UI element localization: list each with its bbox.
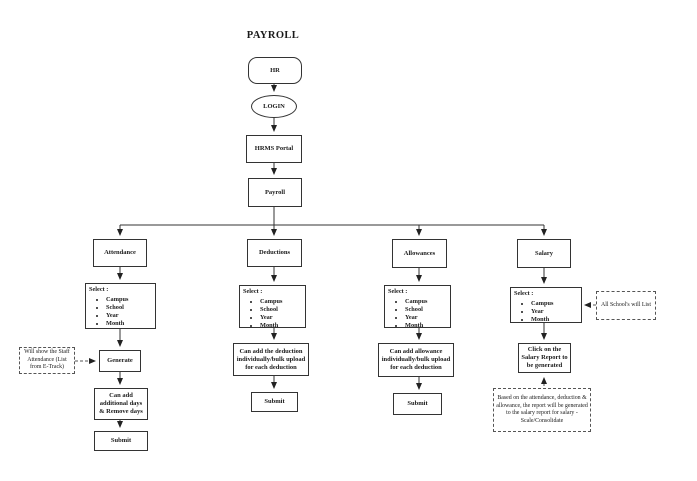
- select-item: School: [106, 304, 152, 312]
- select-item: Year: [531, 308, 578, 316]
- select-item: Month: [260, 322, 302, 330]
- node-allowances: Allowances: [392, 239, 447, 268]
- select-label: Select :: [388, 288, 408, 295]
- select-label: Select :: [89, 286, 109, 293]
- select-list: Campus School Year Month: [388, 298, 447, 330]
- select-item: Year: [106, 312, 152, 320]
- select-item: Campus: [260, 298, 302, 306]
- page-title: PAYROLL: [246, 30, 300, 41]
- node-login: LOGIN: [251, 95, 297, 118]
- select-item: Month: [106, 320, 152, 328]
- select-box-salary: Select : Campus Year Month: [510, 287, 582, 323]
- node-canadd-deductions: Can add the deduction individually/bulk …: [233, 343, 309, 376]
- note-all-schools: All School's will List: [596, 291, 656, 320]
- select-label: Select :: [514, 290, 534, 297]
- select-box-deductions: Select : Campus School Year Month: [239, 285, 306, 330]
- node-hr: HR: [248, 57, 302, 84]
- select-item: School: [260, 306, 302, 314]
- node-submit-attendance: Submit: [94, 431, 148, 451]
- select-box-allowances: Select : Campus School Year Month: [384, 285, 451, 330]
- select-item: Month: [531, 316, 578, 324]
- note-salary-report: Based on the attendance, deduction & all…: [493, 388, 591, 432]
- node-canadd-allowances: Can add allowance individually/bulk uplo…: [378, 343, 454, 377]
- node-payroll: Payroll: [248, 178, 302, 207]
- node-salary: Salary: [517, 239, 571, 268]
- node-deductions: Deductions: [247, 239, 302, 267]
- select-box-attendance: Select : Campus School Year Month: [85, 283, 156, 329]
- select-label: Select :: [243, 288, 263, 295]
- node-click-salary-report: Click on the Salary Report to be generat…: [518, 343, 571, 373]
- select-item: Campus: [531, 300, 578, 308]
- select-item: School: [405, 306, 447, 314]
- node-generate: Generate: [99, 350, 141, 372]
- select-list: Campus Year Month: [514, 300, 578, 324]
- select-item: Year: [260, 314, 302, 322]
- select-item: Month: [405, 322, 447, 330]
- note-staff-attendance: Will show the Staff Attendance (List fro…: [19, 347, 75, 374]
- node-canadd-attendance: Can add additional days & Remove days: [94, 388, 148, 420]
- select-item: Year: [405, 314, 447, 322]
- select-item: Campus: [106, 296, 152, 304]
- select-list: Campus School Year Month: [89, 296, 152, 328]
- select-item: Campus: [405, 298, 447, 306]
- node-submit-allowances: Submit: [393, 393, 442, 415]
- node-hrms-portal: HRMS Portal: [246, 135, 302, 163]
- select-list: Campus School Year Month: [243, 298, 302, 330]
- node-submit-deductions: Submit: [251, 392, 298, 412]
- node-attendance: Attendance: [93, 239, 147, 267]
